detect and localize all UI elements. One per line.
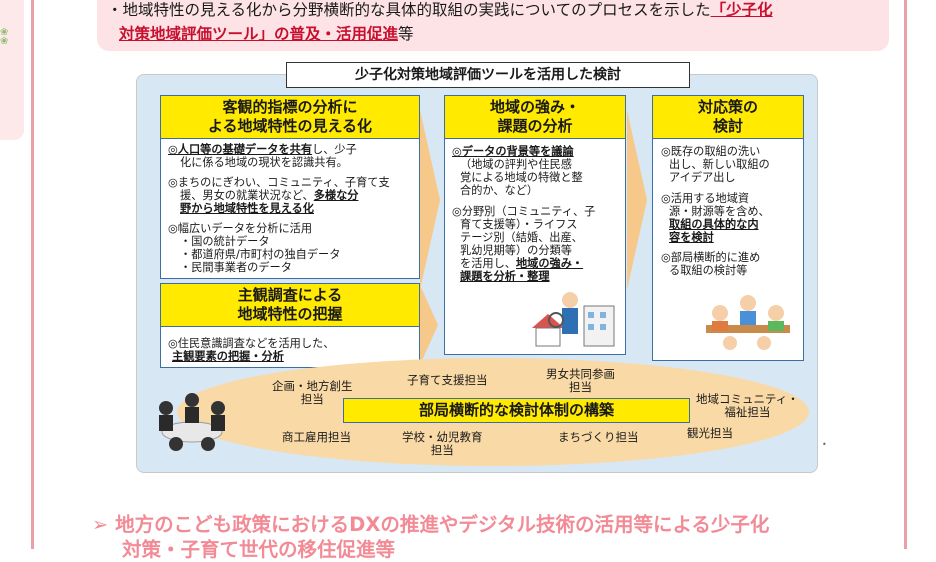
right-border-line (904, 0, 907, 549)
left-decoration-strip (0, 0, 24, 140)
meeting-illustration (706, 295, 790, 350)
measures-p1-line: ◎既存の取組の洗い (661, 145, 761, 158)
objective-p3-item: ・国の統計データ (180, 235, 270, 248)
strengths-p2-line6: 課題を分析・整理 (460, 270, 550, 283)
callout-line-1: ・地域特性の見える化から分野横断的な具体的取組の実践についてのプロセスを示した「… (107, 1, 773, 19)
objective-p3-item: ・民間事業者のデータ (180, 261, 292, 274)
objective-p2-line3: 野から地域特性を見える化 (180, 202, 314, 215)
measures-p2-bold-line: 取組の具体的な内 (669, 218, 759, 231)
strengths-p2-line5: を活用し、地域の強み・ (460, 257, 584, 270)
dept-label: 子育て支援担当 (407, 373, 488, 387)
cross-department-title: 部局横断的な検討体制の構築 (343, 398, 690, 423)
objective-p1: ◎人口等の基礎データを共有し、少子 (168, 143, 357, 156)
strengths-p2-line: テージ別（結婚、出産、 (460, 231, 583, 244)
leaf-icon: ❀❀ (0, 27, 9, 47)
dept-label: 男女共同参画 担当 (546, 367, 615, 394)
subjective-survey-header: 主観調査による地域特性の把握 (160, 283, 420, 327)
subjective-line1: ◎住民意識調査などを活用した、 (168, 337, 335, 350)
strengths-p1: ◎データの背景等を議論 (452, 145, 574, 158)
measures-p1-line: アイデア出し (669, 171, 736, 184)
section-heading: ➢ 地方のこども政策におけるDXの推進やデジタル技術の活用等による少子化 (92, 513, 770, 536)
section-heading-line2: 対策・子育て世代の移住促進等 (122, 538, 396, 561)
objective-p1-line2: 化に係る地域の現状を認識共有。 (180, 156, 348, 169)
strengths-p2-line: ◎分野別（コミュニティ、子 (452, 205, 596, 218)
dept-label: 企画・地方創生 担当 (272, 379, 353, 406)
diagram-title: 少子化対策地域評価ツールを活用した検討 (286, 62, 690, 88)
measures-p1-line: 出し、新しい取組の (669, 158, 770, 171)
measures-p2-line: ◎活用する地域資 (661, 192, 750, 205)
small-mark: • (822, 440, 827, 449)
callout-line-2: 対策地域評価ツール」の普及・活用促進等 (119, 25, 414, 43)
flow-arrow (627, 110, 647, 290)
objective-p3-item: ・都道府県/市町村の独自データ (180, 248, 341, 261)
dept-label: 学校・幼児教育 担当 (402, 430, 483, 457)
measures-header: 対応策の検討 (652, 95, 804, 139)
staff-meeting-illustration (159, 393, 225, 451)
dept-label: 地域コミュニティ・ 福祉担当 (696, 392, 799, 419)
strengths-p2-line: 育て支援等）・ライフス (460, 218, 578, 231)
flow-arrow (420, 285, 438, 365)
left-border-line (31, 0, 34, 549)
measures-p3-line: ◎部局横断的に進め (661, 251, 761, 264)
objective-p2-line1: ◎まちのにぎわい、コミュニティ、子育て支 (168, 176, 390, 189)
analysis-illustration (532, 292, 615, 347)
strengths-p1-line: （地域の評判や住民感 (460, 158, 572, 171)
strengths-analysis-header: 地域の強み・課題の分析 (444, 95, 626, 139)
measures-p3-line: る取組の検討等 (669, 264, 748, 277)
strengths-p1-line: 合的か、など） (460, 184, 539, 197)
dept-label: 観光担当 (687, 426, 733, 440)
top-callout (97, 0, 889, 51)
objective-p2-line2: 援、男女の就業状況など、多様な分 (180, 189, 359, 202)
dept-label: まちづくり担当 (558, 430, 639, 444)
flow-arrow (420, 110, 440, 290)
measures-p2-line: 源・財源等を含め、 (669, 205, 770, 218)
subjective-line2: 主観要素の把握・分析 (172, 350, 284, 363)
dept-label: 商工雇用担当 (282, 430, 351, 444)
objective-p3-line1: ◎幅広いデータを分析に活用 (168, 222, 313, 235)
measures-p2-bold-line: 容を検討 (669, 231, 714, 244)
objective-analysis-header: 客観的指標の分析による地域特性の見える化 (160, 95, 420, 139)
strengths-p2-line: 乳幼児期等）の分類等 (460, 244, 572, 257)
strengths-p1-line: 覚による地域の特徴と整 (460, 171, 583, 184)
